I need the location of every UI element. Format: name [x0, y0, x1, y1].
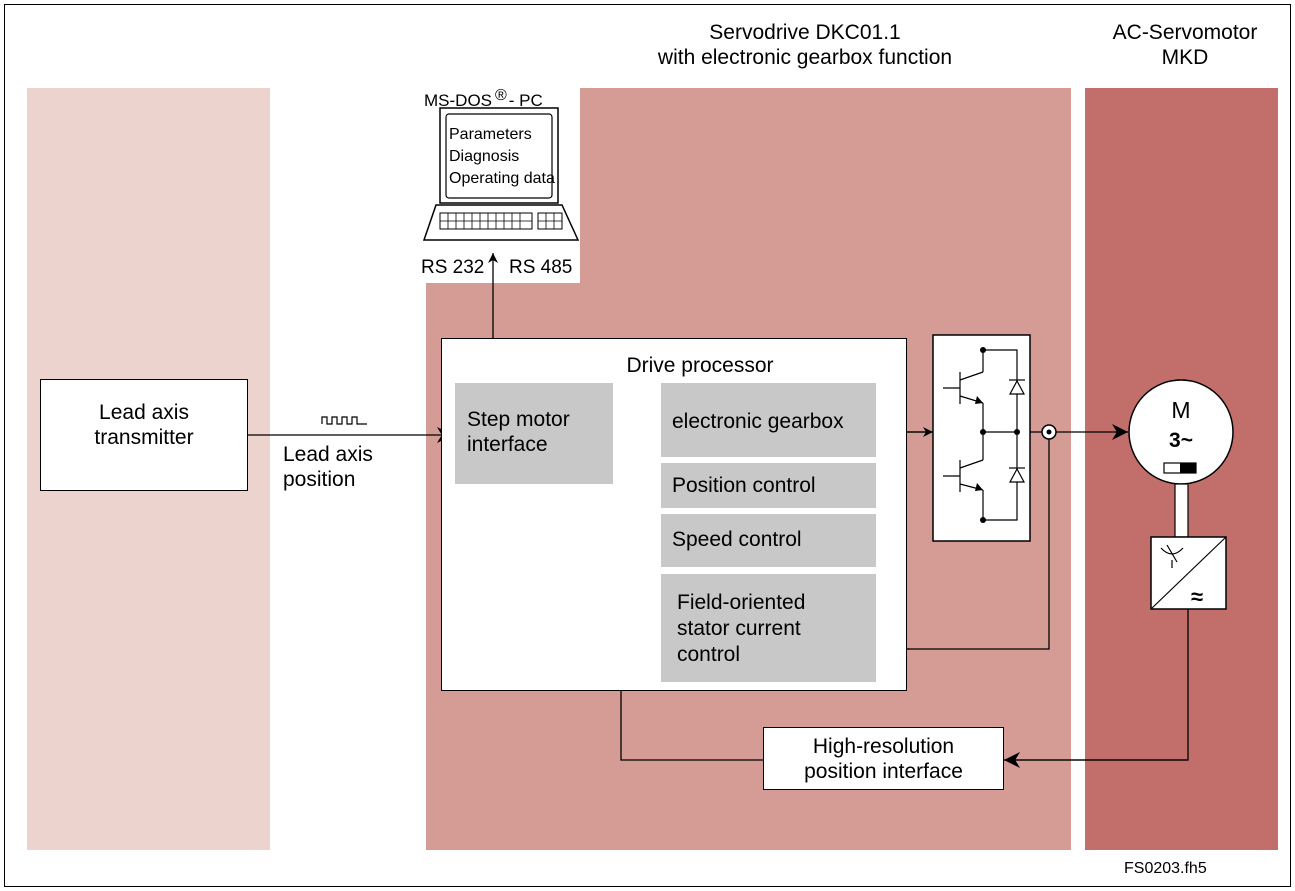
- position-interface-box: [763, 727, 1004, 790]
- pc-title-text: MS-DOS: [424, 91, 492, 110]
- speed-control-label: Speed control: [672, 528, 802, 551]
- diagram-frame: [4, 4, 1291, 887]
- pc-title: MS-DOS®- PC: [424, 86, 543, 111]
- motor-phases: 3~: [1169, 429, 1193, 452]
- lead-transmitter-line2: transmitter: [94, 426, 194, 449]
- current-control-label: Field-oriented stator current control: [677, 590, 805, 668]
- electronic-gearbox-block: [661, 383, 876, 457]
- step-motor-line1: Step motor: [467, 408, 570, 431]
- pc-title-suffix: - PC: [508, 91, 543, 110]
- pulse-train-icon: [321, 416, 367, 425]
- pc-screen-line-diagnosis: Diagnosis: [449, 148, 520, 165]
- position-feedback-line: [1004, 609, 1189, 761]
- position-control-block: [661, 463, 876, 508]
- figure-code: FS0203.fh5: [1124, 860, 1207, 877]
- servodrive-title: Servodrive DKC01.1 with electronic gearb…: [600, 20, 1010, 70]
- motor-title: AC-Servomotor MKD: [1090, 20, 1280, 70]
- current-control-line3: control: [677, 643, 741, 666]
- rs485-label: RS 485: [509, 257, 573, 278]
- position-interface-label: High-resolution position interface: [763, 734, 1004, 784]
- lead-transmitter-line1: Lead axis: [99, 401, 189, 424]
- speed-control-block: [661, 514, 876, 567]
- encoder-icon: [1150, 536, 1227, 610]
- position-interface-line1: High-resolution: [812, 735, 955, 758]
- pc-screen: Parameters Diagnosis Operating data: [449, 124, 555, 190]
- step-motor-interface-label: Step motor interface: [467, 407, 570, 457]
- motor-shaft: [1174, 483, 1189, 538]
- inverter-icon: [932, 334, 1031, 542]
- lead-axis-position-label: Lead axis position: [283, 442, 373, 492]
- current-measurement-line: [892, 432, 1050, 650]
- lead-position-line2: position: [283, 468, 356, 491]
- registered-mark: ®: [495, 87, 507, 104]
- step-motor-line2: interface: [467, 433, 548, 456]
- current-control-block: [661, 574, 876, 682]
- motor-symbol: M: [1171, 397, 1191, 423]
- encoder-symbol: ≈: [1191, 584, 1203, 609]
- drive-processor-title: Drive processor: [626, 354, 774, 377]
- current-control-line1: Field-oriented: [677, 591, 806, 614]
- position-control-label: Position control: [672, 474, 816, 497]
- pc-screen-line-parameters: Parameters: [449, 126, 532, 143]
- position-interface-line2: position interface: [804, 760, 963, 783]
- servodrive-title-line2: with electronic gearbox function: [657, 46, 953, 69]
- keyboard-icon: [422, 204, 580, 241]
- pc-screen-line-operating-data: Operating data: [449, 170, 555, 187]
- current-control-line2: stator current: [677, 617, 801, 640]
- lead-axis-transmitter-box: [40, 379, 248, 491]
- step-motor-interface-block: [455, 383, 613, 484]
- servodrive-title-line1: Servodrive DKC01.1: [709, 21, 901, 44]
- motor-title-line1: AC-Servomotor: [1112, 21, 1258, 44]
- pc-monitor-icon: [439, 107, 559, 204]
- lead-axis-transmitter-label: Lead axis transmitter: [40, 400, 248, 450]
- lead-position-line1: Lead axis: [283, 443, 373, 466]
- motor-title-line2: MKD: [1161, 46, 1209, 69]
- rs232-label: RS 232: [421, 257, 485, 278]
- electronic-gearbox-label: electronic gearbox: [672, 410, 844, 433]
